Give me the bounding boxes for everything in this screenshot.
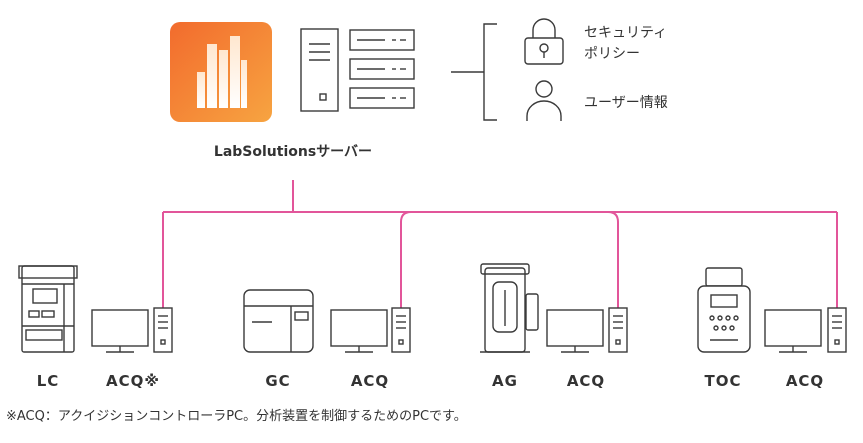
label-acq-4: ACQ [786, 372, 824, 390]
acq-pc-4-icon [764, 307, 847, 353]
server-rack-icon [349, 29, 415, 109]
label-acq-3: ACQ [567, 372, 605, 390]
toc-instrument-icon [697, 267, 751, 353]
security-bracket [451, 23, 497, 121]
security-policy-label-1: セキュリティ [584, 25, 667, 41]
label-acq-2: ACQ [351, 372, 389, 390]
ag-instrument-icon [480, 263, 539, 353]
lc-instrument-icon [18, 265, 78, 353]
acq-pc-2-icon [330, 307, 411, 353]
label-lc: LC [37, 372, 60, 390]
security-policy-label-2: ポリシー [584, 46, 640, 62]
network-lines [162, 180, 838, 308]
server-caption: LabSolutionsサーバー [214, 144, 372, 160]
acq-pc-1-icon [91, 307, 173, 353]
gc-instrument-icon [243, 289, 314, 353]
server-tower-icon [300, 28, 339, 112]
acq-pc-3-icon [546, 307, 628, 353]
lock-icon [524, 18, 564, 65]
footnote: ※ACQ：アクイジションコントローラPC。分析装置を制御するためのPCです。 [6, 409, 467, 424]
label-acq-1: ACQ※ [106, 372, 160, 390]
label-toc: TOC [705, 372, 742, 390]
user-icon [526, 80, 562, 121]
user-info-label: ユーザー情報 [584, 95, 668, 111]
label-ag: AG [492, 372, 518, 390]
label-gc: GC [265, 372, 290, 390]
labsolutions-logo-icon [170, 22, 272, 122]
